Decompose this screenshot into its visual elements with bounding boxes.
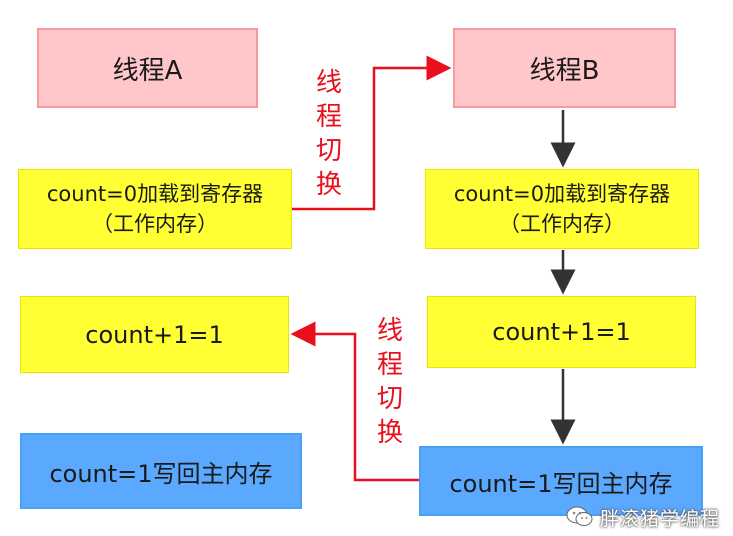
thread-b-load-line2: （工作内存） (499, 212, 625, 236)
thread-switch-arrow-bottom (290, 321, 419, 482)
thread-a-increment-box: count+1=1 (20, 296, 289, 373)
thread-b-write-label: count=1写回主内存 (449, 469, 673, 498)
thread-b-write-box: count=1写回主内存 (419, 446, 703, 516)
thread-switch-top-char-2: 程 (315, 102, 342, 132)
thread-a-increment-label: count+1=1 (85, 320, 224, 349)
thread-a-write-box: count=1写回主内存 (20, 433, 302, 509)
thread-b-label: 线程B (529, 55, 600, 86)
thread-a-load-box: count=0加载到寄存器 （工作内存） (18, 169, 292, 249)
thread-b-increment-label: count+1=1 (492, 318, 631, 346)
thread-switch-top-char-4: 换 (315, 170, 342, 200)
thread-switch-top-char-3: 切 (315, 136, 342, 166)
thread-switch-arrow-top (292, 55, 452, 211)
thread-switch-label-bottom: 线 程 切 换 (373, 314, 407, 450)
thread-b-increment-box: count+1=1 (427, 296, 696, 368)
thread-switch-bottom-char-3: 切 (376, 384, 403, 414)
thread-switch-bottom-char-2: 程 (376, 350, 403, 380)
thread-a-box: 线程A (37, 28, 258, 108)
thread-switch-bottom-char-1: 线 (376, 316, 403, 346)
thread-a-write-label: count=1写回主内存 (49, 459, 273, 488)
watermark: 胖滚猪学编程 (566, 502, 720, 532)
thread-a-load-line2: （工作内存） (92, 212, 218, 236)
thread-b-box: 线程B (453, 28, 676, 108)
thread-b-load-line1: count=0加载到寄存器 (453, 182, 671, 206)
thread-b-load-box: count=0加载到寄存器 （工作内存） (425, 169, 699, 249)
thread-switch-label-top: 线 程 切 换 (312, 66, 346, 202)
thread-a-label: 线程A (112, 55, 183, 86)
thread-a-load-line1: count=0加载到寄存器 (46, 182, 264, 206)
thread-switch-bottom-char-4: 换 (376, 418, 403, 448)
watermark-text: 胖滚猪学编程 (600, 507, 721, 530)
thread-switch-top-char-1: 线 (315, 68, 342, 98)
wechat-icon (566, 505, 594, 529)
